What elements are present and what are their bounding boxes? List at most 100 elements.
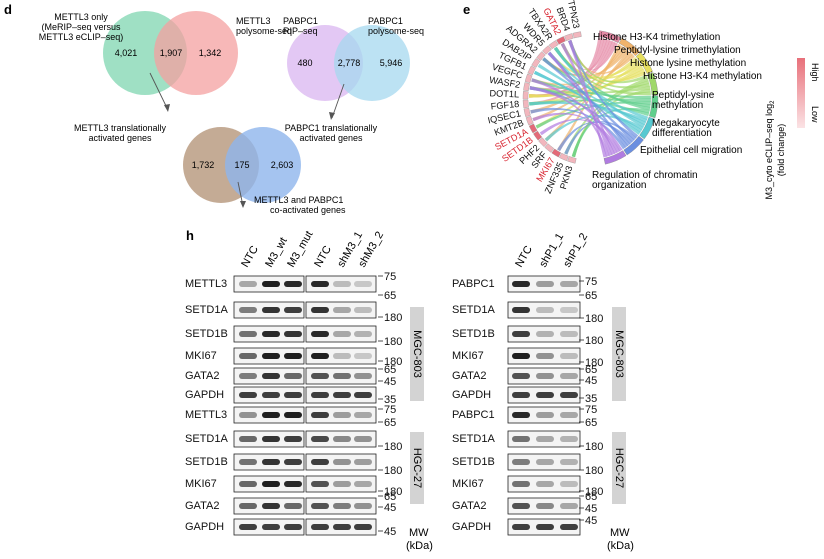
blot-band (536, 524, 554, 530)
blot-band (239, 459, 257, 465)
blot-band (536, 459, 554, 465)
blot-row-label: GAPDH (452, 521, 491, 533)
gene-arc-segment (538, 137, 548, 148)
blot-row-label: GATA2 (452, 370, 486, 382)
blot-row-label: GATA2 (185, 500, 219, 512)
mw-marker: 65 (585, 417, 597, 429)
term-label: organization (592, 180, 646, 191)
cell-line-bar (612, 432, 626, 504)
legend-high: High (810, 63, 820, 82)
blot-band (311, 524, 329, 530)
blot-row-label: METTL3 (185, 409, 227, 421)
blot-band (333, 392, 351, 398)
term-label: Peptidyl-lysine trimethylation (614, 45, 741, 56)
mw-marker: 65 (585, 364, 597, 376)
chord-ribbon (533, 70, 641, 135)
blot-band (284, 481, 302, 487)
chord-ribbon (542, 57, 635, 143)
blot-band (560, 307, 578, 313)
blot-row-label: GAPDH (185, 521, 224, 533)
gene-arc-segment (556, 36, 566, 45)
blot-band (560, 412, 578, 418)
term-arc-segment (647, 72, 659, 95)
blot-row-label: SETD1A (452, 304, 495, 316)
blot-row-label: SETD1A (185, 304, 228, 316)
mw-marker: 65 (384, 417, 396, 429)
mw-marker: 65 (384, 290, 396, 302)
venn-co-right-circle (225, 127, 301, 203)
blot-band (333, 281, 351, 287)
blot-band (262, 481, 280, 487)
blot-row-label: SETD1A (452, 433, 495, 445)
blot-band (239, 392, 257, 398)
mw-marker: 65 (585, 290, 597, 302)
blot-band (333, 436, 351, 442)
blot-band (284, 412, 302, 418)
chord-ribbon (542, 48, 629, 77)
blot-band (239, 481, 257, 487)
chord-ribbon (529, 68, 646, 98)
cell-line-label: MGC-803 (613, 330, 625, 378)
mw-marker: 180 (384, 465, 402, 477)
blot-band (284, 503, 302, 509)
blot-band (311, 459, 329, 465)
blot-row-label: GATA2 (185, 370, 219, 382)
blot-band (239, 331, 257, 337)
blot-band (311, 307, 329, 313)
chord-ribbon (537, 63, 647, 126)
blot-band (512, 281, 530, 287)
venn-co-bottom-label-1: METTL3 and PABPC1 (254, 195, 343, 205)
mw-marker: 180 (585, 465, 603, 477)
blot-band (311, 436, 329, 442)
blot-band (333, 307, 351, 313)
panel-letter-h: h (186, 228, 194, 243)
blot-band (311, 412, 329, 418)
blot-band (536, 481, 554, 487)
blot-band (512, 503, 530, 509)
chord-ribbon (564, 121, 637, 155)
venn-co-activated: 1,732 175 2,603 METTL3 and PABPC1 co-act… (183, 127, 346, 215)
blot-row-label: SETD1B (452, 328, 495, 340)
blot-band (284, 307, 302, 313)
venn-co-left-label-2: activated genes (88, 133, 152, 143)
venn-pabpc1: PABPC1 RIP–seq PABPC1 polysome-seq 480 2… (283, 16, 424, 120)
gene-label: FGF18 (490, 99, 519, 112)
venn-mettl3-right-circle (154, 11, 238, 95)
chord-ribbon (529, 41, 616, 98)
blot-row-label: MKI67 (185, 478, 217, 490)
blot-band (560, 459, 578, 465)
mw-marker: 180 (384, 312, 402, 324)
blot-band (239, 281, 257, 287)
term-arc-segment (603, 150, 627, 165)
blot-band (512, 392, 530, 398)
blot-band (333, 373, 351, 379)
chord-ribbon (535, 61, 641, 129)
blot-band (512, 331, 530, 337)
blot-band (239, 436, 257, 442)
venn-pabpc1-right-label-1: PABPC1 (368, 16, 403, 26)
blot-band (354, 392, 372, 398)
blot-band (284, 524, 302, 530)
blot-band (354, 524, 372, 530)
venn-pabpc1-right-circle (334, 25, 410, 101)
venn-co-bottom-label-2: co-activated genes (270, 205, 346, 215)
legend-gradient-bar (797, 58, 805, 128)
term-arc-segment (635, 52, 653, 75)
blot-band (536, 436, 554, 442)
blot-row-label: PABPC1 (452, 409, 495, 421)
gene-arc-segment (533, 130, 543, 141)
gene-arc-segment (536, 51, 546, 61)
mw-marker: 180 (585, 486, 603, 498)
mw-marker: 35 (585, 393, 597, 405)
venn-pabpc1-left-only: 480 (297, 58, 312, 68)
term-label: differentiation (652, 128, 712, 139)
blot-band (512, 524, 530, 530)
blot-row-label: SETD1B (452, 456, 495, 468)
blot-band (311, 281, 329, 287)
blot-band (311, 481, 329, 487)
blot-band (560, 331, 578, 337)
mw-marker: 45 (384, 502, 396, 514)
blot-band (262, 436, 280, 442)
term-arc-segment (639, 116, 655, 140)
